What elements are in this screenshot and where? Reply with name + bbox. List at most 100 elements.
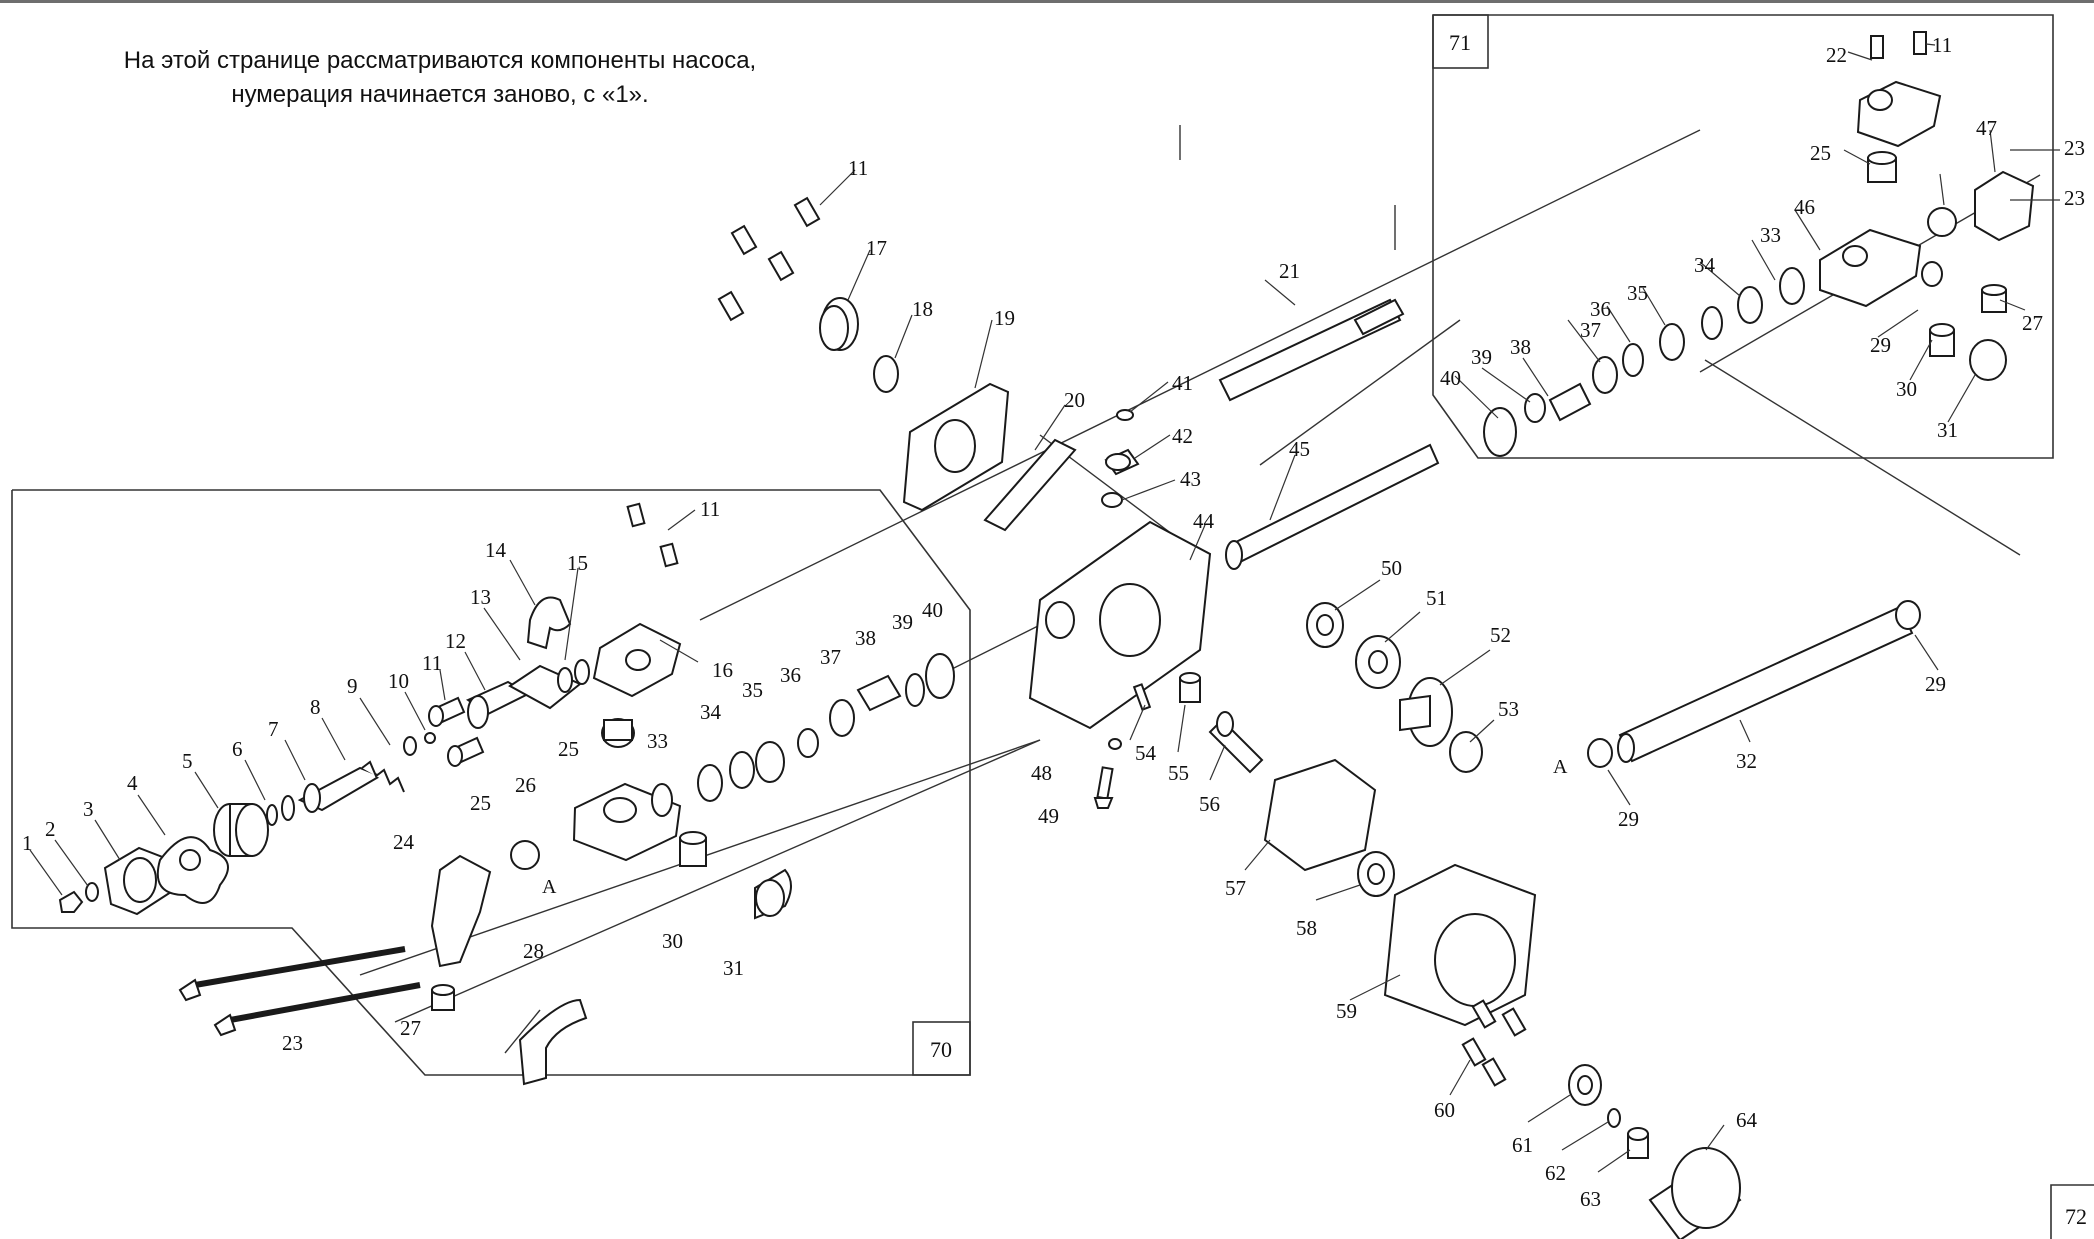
part-bracket-24 bbox=[430, 854, 492, 968]
caption-line-1: На этой странице рассматриваются компоне… bbox=[123, 47, 757, 74]
callout: 35 bbox=[1627, 281, 1648, 305]
callout: 56 bbox=[1199, 792, 1220, 816]
part-pin-54 bbox=[1132, 683, 1152, 711]
pump-parts bbox=[58, 31, 2035, 1239]
part-piston-7 bbox=[297, 766, 383, 813]
callout: 59 bbox=[1336, 999, 1357, 1023]
section-72-label: 72 bbox=[2065, 1204, 2087, 1229]
callout: 16 bbox=[712, 658, 733, 682]
callout: 62 bbox=[1545, 1161, 1566, 1185]
callout: 1 bbox=[22, 831, 33, 855]
leader-lines bbox=[29, 43, 2060, 1173]
part-sleeve-12 bbox=[465, 680, 531, 729]
part-ring-41 bbox=[1116, 409, 1134, 421]
callout: 50 bbox=[1381, 556, 1402, 580]
part-cup-27b bbox=[1981, 284, 2007, 313]
part-bolts-11e bbox=[1870, 31, 1927, 59]
callout: 61 bbox=[1512, 1133, 1533, 1157]
part-shaft-56 bbox=[1208, 711, 1264, 774]
callout: 23 bbox=[2064, 186, 2085, 210]
part-tube-32 bbox=[1617, 605, 1914, 763]
part-head-16 bbox=[592, 622, 682, 698]
part-bearing-61 bbox=[1568, 1064, 1602, 1106]
caption-line-2: нумерация начинается заново, с «1». bbox=[231, 81, 649, 108]
part-gasket-20 bbox=[983, 438, 1077, 532]
part-nut-1 bbox=[58, 890, 84, 913]
callout: 37 bbox=[820, 645, 841, 669]
callout: 45 bbox=[1289, 437, 1310, 461]
part-ring-62 bbox=[1607, 1108, 1621, 1128]
part-seals-33-40-left bbox=[697, 653, 955, 802]
part-shaft-45 bbox=[1225, 443, 1440, 570]
callout: 14 bbox=[485, 538, 507, 562]
callout: 3 bbox=[83, 797, 94, 821]
part-clamp-29a bbox=[1587, 738, 1613, 768]
callout: 39 bbox=[1471, 345, 1492, 369]
part-bearing-58 bbox=[1357, 851, 1395, 897]
callout: 4 bbox=[127, 771, 138, 795]
callout: 38 bbox=[855, 626, 876, 650]
callout: 23 bbox=[2064, 136, 2085, 160]
callout: 55 bbox=[1168, 761, 1189, 785]
part-seal-17 bbox=[819, 297, 859, 351]
part-cap-3 bbox=[103, 846, 173, 916]
callout: 64 bbox=[1736, 1108, 1758, 1132]
connector-mark-a-right: A bbox=[1553, 756, 1568, 778]
part-ring-33a bbox=[651, 783, 673, 817]
part-bolts-11c bbox=[626, 502, 679, 568]
part-bolt-49 bbox=[1093, 766, 1114, 809]
callout: 23 bbox=[282, 1031, 303, 1055]
part-bearing-51 bbox=[1355, 635, 1401, 689]
callout: 10 bbox=[388, 669, 409, 693]
callout: 29 bbox=[1925, 672, 1946, 696]
part-valve-25c bbox=[1867, 151, 1897, 183]
callout: 29 bbox=[1870, 333, 1891, 357]
part-washer-2 bbox=[85, 882, 99, 902]
callout: 40 bbox=[1440, 366, 1461, 390]
part-bolts-11d bbox=[717, 196, 821, 322]
part-bearing-50 bbox=[1306, 602, 1344, 648]
part-valve-25a bbox=[601, 718, 635, 748]
callout: 41 bbox=[1172, 371, 1193, 395]
part-cup-27a bbox=[431, 984, 455, 1011]
part-housing-44 bbox=[1028, 520, 1212, 730]
part-bolt-11b bbox=[447, 736, 485, 767]
part-cover-19 bbox=[902, 382, 1010, 512]
callout: 30 bbox=[1896, 377, 1917, 401]
callout: 48 bbox=[1031, 761, 1052, 785]
section-71-label: 71 bbox=[1449, 30, 1471, 55]
callout: 30 bbox=[662, 929, 683, 953]
part-fitting-30b bbox=[1929, 323, 1955, 357]
callout: 44 bbox=[1193, 509, 1215, 533]
callout: 43 bbox=[1180, 467, 1201, 491]
part-cap-31a bbox=[754, 868, 792, 920]
callout: 5 bbox=[182, 749, 193, 773]
callout: 40 bbox=[922, 598, 943, 622]
part-long-bolt-23b bbox=[213, 982, 421, 1037]
part-bolts-60 bbox=[1461, 999, 1527, 1087]
part-long-bolt-23a bbox=[178, 946, 406, 1002]
part-manifold-46 bbox=[1819, 228, 1922, 308]
top-rule bbox=[0, 0, 2094, 3]
callout: 11 bbox=[700, 497, 720, 521]
callout: 57 bbox=[1225, 876, 1246, 900]
section-71-frame: 71 bbox=[1432, 14, 2054, 459]
callout: 6 bbox=[232, 737, 243, 761]
callout: 36 bbox=[1590, 297, 1611, 321]
callout: 31 bbox=[1937, 418, 1958, 442]
connector-mark-a-left: A bbox=[542, 876, 557, 898]
callout: 7 bbox=[268, 717, 279, 741]
callout: 29 bbox=[1618, 807, 1639, 831]
callout: 11 bbox=[1932, 33, 1952, 57]
callout: 60 bbox=[1434, 1098, 1455, 1122]
callout: 33 bbox=[647, 729, 668, 753]
part-bolt-11a bbox=[428, 696, 466, 727]
part-clamp-29b bbox=[1895, 600, 1921, 630]
callout: 25 bbox=[1810, 141, 1831, 165]
callout: 22 bbox=[1826, 43, 1847, 67]
part-elbow-28 bbox=[518, 998, 588, 1086]
callout: 53 bbox=[1498, 697, 1519, 721]
callout: 34 bbox=[700, 700, 722, 724]
callout: 46 bbox=[1794, 195, 1815, 219]
